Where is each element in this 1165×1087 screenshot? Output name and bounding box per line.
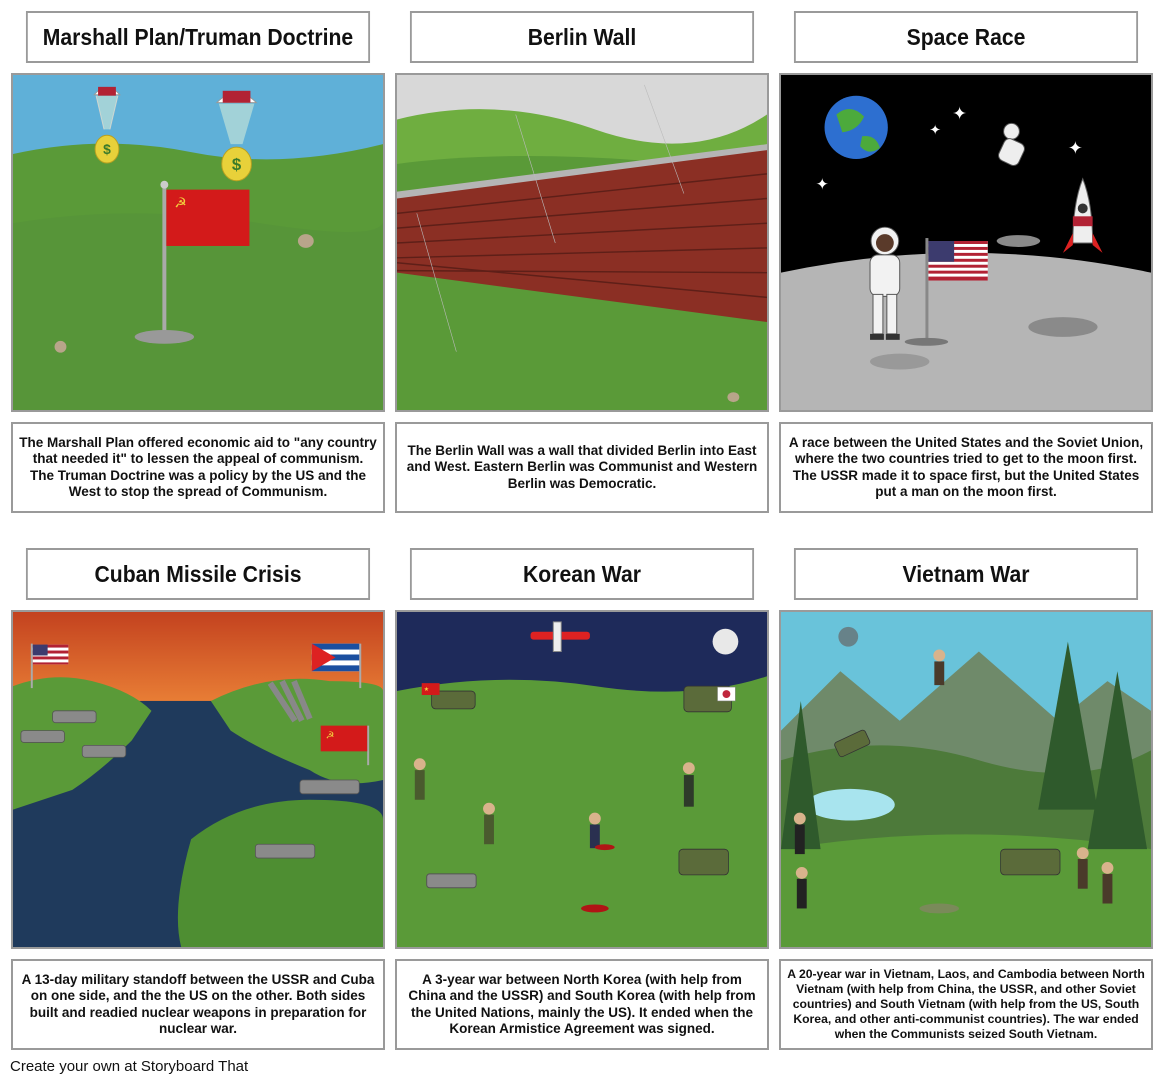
svg-text:✦: ✦	[929, 122, 941, 138]
svg-text:✦: ✦	[816, 175, 829, 194]
panel-5-scene: ★	[395, 610, 769, 949]
panel-1-title: Marshall Plan/Truman Doctrine	[25, 11, 371, 63]
south-korea-flag-icon	[717, 686, 736, 702]
panel-3-scene: ✦ ✦ ✦ ✦	[779, 73, 1153, 412]
missile-launcher-icon	[426, 873, 477, 889]
panel-3-title: Space Race	[793, 11, 1139, 63]
panel-2-caption: The Berlin Wall was a wall that divided …	[395, 422, 769, 513]
svg-text:★: ★	[424, 686, 429, 693]
panel-6-title: Vietnam War	[793, 548, 1139, 600]
astronaut-icon	[869, 226, 901, 340]
money-bag-icon: $	[94, 134, 120, 164]
footer-link[interactable]: Create your own at Storyboard That	[10, 1058, 249, 1075]
rocket-icon	[1062, 177, 1103, 253]
svg-text:$: $	[232, 155, 242, 174]
panel-1-caption: The Marshall Plan offered economic aid t…	[11, 422, 385, 513]
panel-5-title: Korean War	[409, 548, 755, 600]
astronaut-icon	[998, 122, 1025, 166]
panel-5-caption: A 3-year war between North Korea (with h…	[395, 959, 769, 1050]
svg-text:☭: ☭	[174, 195, 186, 211]
money-bag-icon: $	[221, 146, 252, 182]
airplane-icon	[530, 621, 590, 653]
panel-2-title: Berlin Wall	[409, 11, 755, 63]
panel-4-caption: A 13-day military standoff between the U…	[11, 959, 385, 1050]
svg-text:$: $	[103, 141, 111, 157]
panel-4-title: Cuban Missile Crisis	[25, 548, 371, 600]
us-flag-icon	[30, 643, 69, 689]
svg-text:☭: ☭	[326, 730, 335, 741]
soldier-icon	[413, 758, 695, 849]
moon-icon	[712, 628, 739, 655]
brick-wall	[397, 144, 767, 323]
soldier-icon	[793, 649, 1114, 909]
panel-6-scene	[779, 610, 1153, 949]
panel-3-caption: A race between the United States and the…	[779, 422, 1153, 513]
svg-text:✦: ✦	[952, 103, 967, 124]
panel-2-scene	[395, 73, 769, 412]
tank-icon	[834, 729, 1061, 876]
panel-4-scene: ☭	[11, 610, 385, 949]
soviet-flag-icon: ☭	[320, 725, 370, 766]
china-flag-icon: ★	[421, 683, 440, 696]
svg-text:✦: ✦	[1068, 138, 1083, 159]
parachute-icon	[93, 86, 121, 130]
missile-launcher-icon	[20, 679, 360, 859]
cuba-flag-icon	[311, 643, 362, 689]
us-flag-icon	[904, 238, 988, 346]
panel-6-caption: A 20-year war in Vietnam, Laos, and Camb…	[779, 959, 1153, 1050]
panel-1-scene: $ $ ☭	[11, 73, 385, 412]
soviet-flag-icon: ☭	[134, 180, 250, 344]
parachute-icon	[215, 90, 258, 145]
earth-icon	[824, 95, 888, 159]
